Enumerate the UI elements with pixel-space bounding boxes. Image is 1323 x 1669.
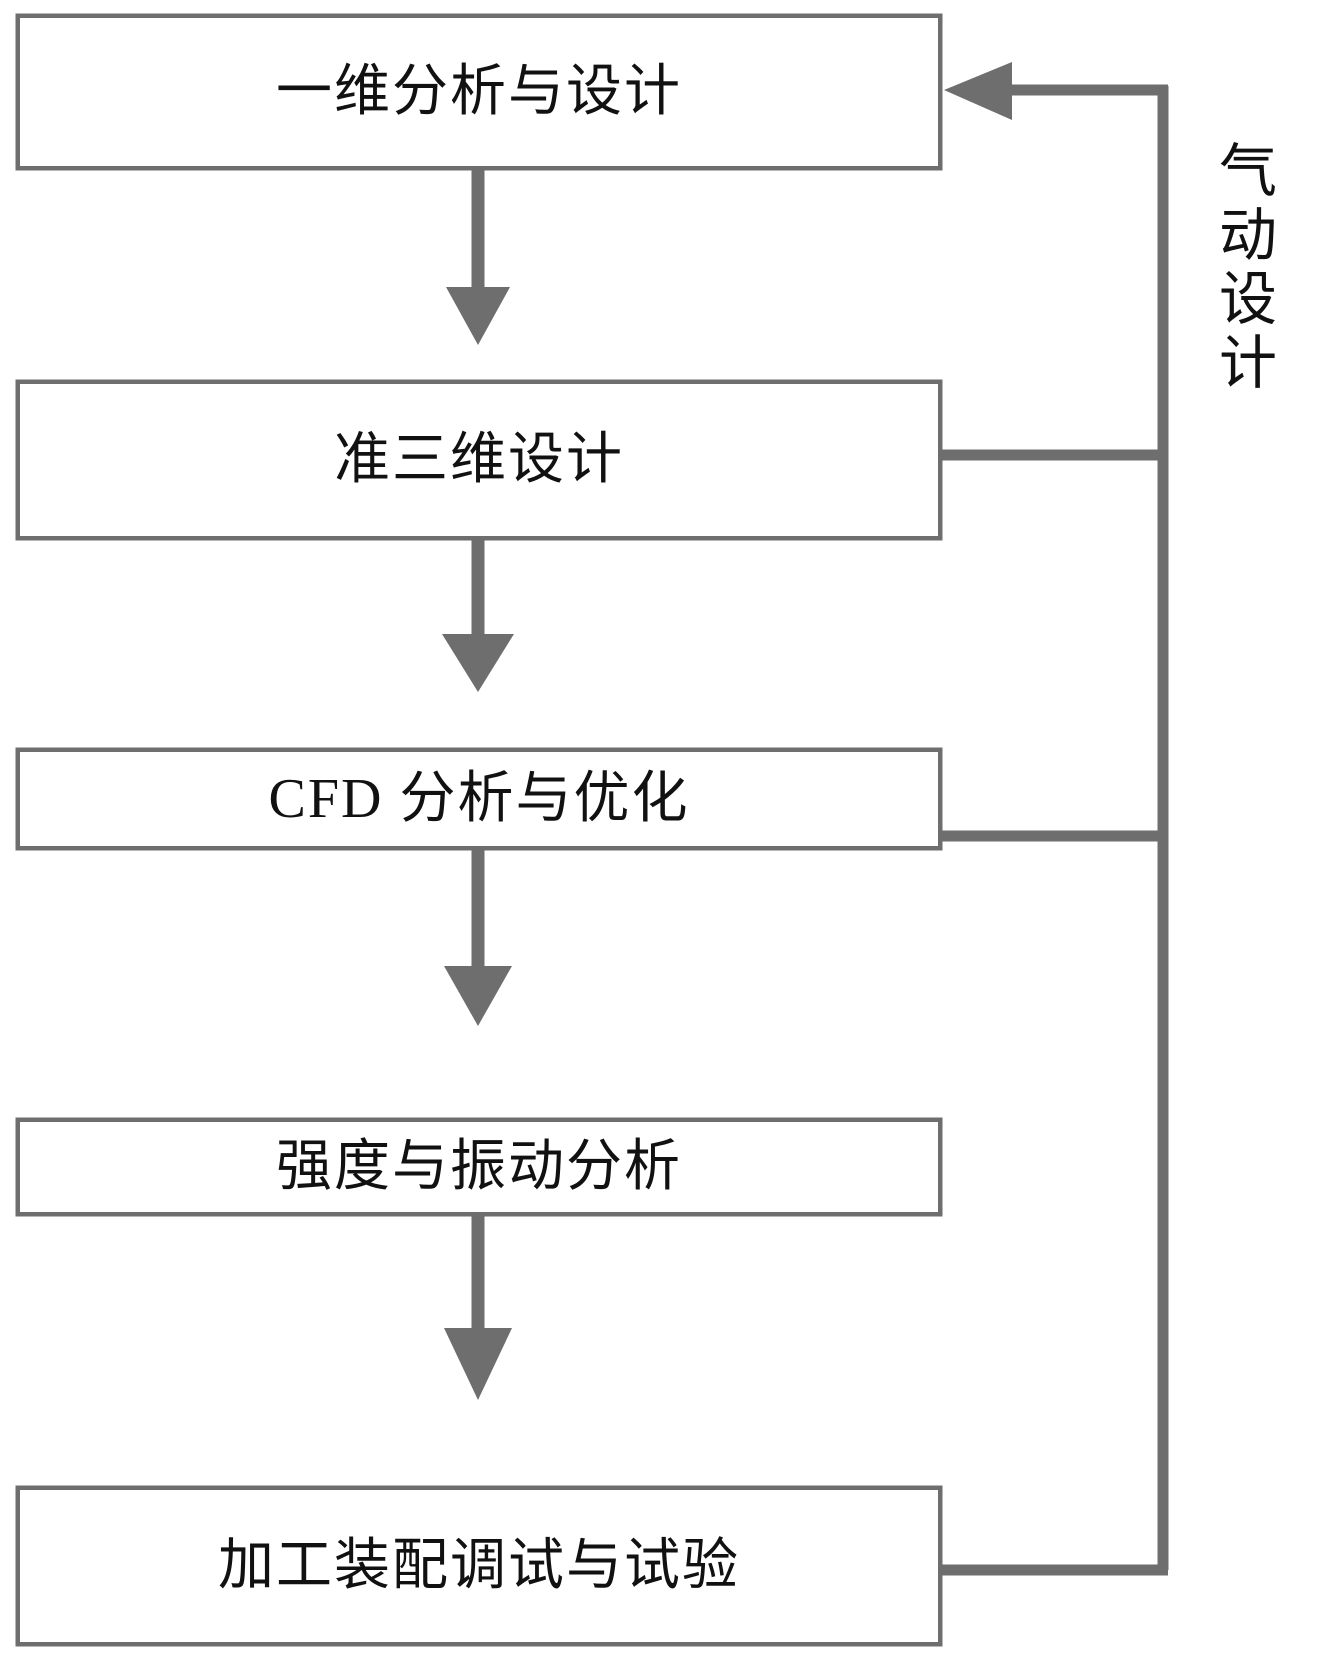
node-4-label: 强度与振动分析	[276, 1136, 682, 1198]
node-3[interactable]: CFD 分析与优化	[20, 752, 938, 846]
node-5-label: 加工装配调试与试验	[218, 1535, 740, 1597]
node-5[interactable]: 加工装配调试与试验	[20, 1490, 938, 1642]
node-2-label: 准三维设计	[334, 429, 624, 491]
node-3-label: CFD 分析与优化	[268, 768, 690, 830]
node-1-label: 一维分析与设计	[276, 61, 682, 123]
arrow-n3-to-n4	[444, 850, 512, 1026]
node-1[interactable]: 一维分析与设计	[20, 18, 938, 166]
arrow-n4-to-n5	[444, 1216, 512, 1400]
arrow-n1-to-n2	[446, 170, 510, 345]
arrow-n2-to-n3	[442, 540, 514, 692]
feedback-arrow-into-n1	[944, 62, 1168, 120]
node-2[interactable]: 准三维设计	[20, 384, 938, 536]
node-4[interactable]: 强度与振动分析	[20, 1122, 938, 1212]
feedback-loop-label: 气动设计	[1210, 140, 1275, 396]
